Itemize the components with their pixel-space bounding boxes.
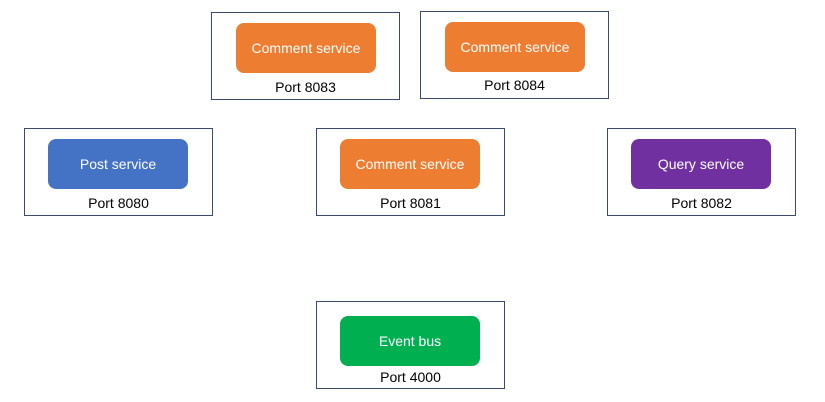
post-service-8080-node: Post service <box>48 139 188 189</box>
query-service-8082-node: Query service <box>631 139 771 189</box>
comment-service-8084-port: Port 8084 <box>484 77 545 93</box>
comment-service-8084-container: Comment service Port 8084 <box>420 11 609 99</box>
post-service-8080-port: Port 8080 <box>88 195 149 211</box>
comment-service-8083-port: Port 8083 <box>275 79 336 95</box>
query-service-8082-port: Port 8082 <box>671 195 732 211</box>
comment-service-8083-container: Comment service Port 8083 <box>211 12 400 100</box>
query-service-8082-container: Query service Port 8082 <box>607 128 796 216</box>
comment-service-8084-node: Comment service <box>445 22 585 72</box>
comment-service-8081-container: Comment service Port 8081 <box>316 128 505 216</box>
comment-service-8081-port: Port 8081 <box>380 195 441 211</box>
comment-service-8081-node: Comment service <box>340 139 480 189</box>
event-bus-4000-node: Event bus <box>340 316 480 366</box>
event-bus-4000-port: Port 4000 <box>380 369 441 385</box>
post-service-8080-container: Post service Port 8080 <box>24 128 213 216</box>
event-bus-4000-container: Event bus Port 4000 <box>316 301 505 389</box>
comment-service-8083-node: Comment service <box>236 23 376 73</box>
